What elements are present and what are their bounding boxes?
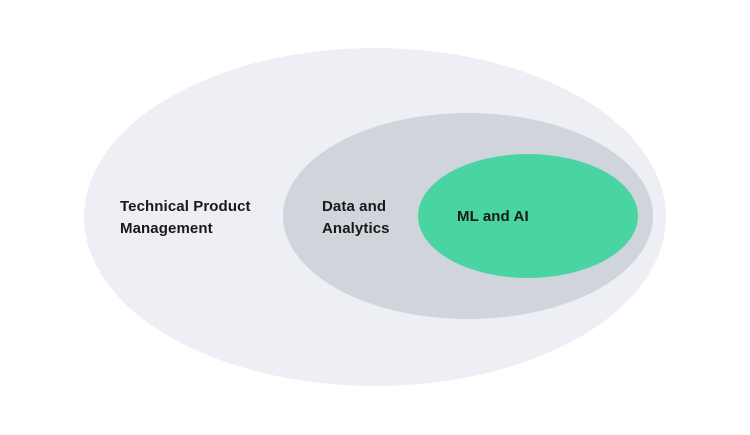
- label-technical-product-management-line1: Technical Product: [120, 198, 251, 215]
- label-ml-and-ai-line1: ML and AI: [457, 208, 529, 225]
- label-data-and-analytics-line1: Data and: [322, 198, 387, 215]
- label-technical-product-management: Technical Product Management: [120, 196, 251, 240]
- label-data-and-analytics: Data and Analytics: [322, 196, 390, 240]
- inner-ellipse-ml-and-ai: [418, 154, 638, 278]
- label-ml-and-ai: ML and AI: [457, 206, 529, 228]
- label-data-and-analytics-line2: Analytics: [322, 220, 390, 237]
- label-technical-product-management-line2: Management: [120, 220, 213, 237]
